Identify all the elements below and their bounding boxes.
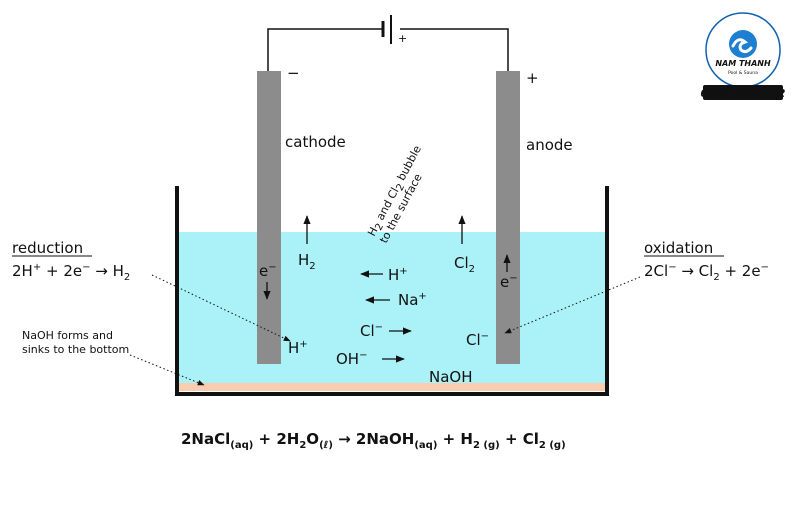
cl2-label: Cl2 xyxy=(454,254,475,275)
hplus-mid: H+ xyxy=(388,266,408,284)
overall-equation: 2NaCl(aq) + 2H2O(ℓ) → 2NaOH(aq) + H2 (g)… xyxy=(181,430,566,451)
naoh-note-line1: NaOH forms and xyxy=(22,329,113,342)
oxidation-title: oxidation xyxy=(644,239,713,257)
oxidation-pointer xyxy=(504,276,641,334)
reduction-pointer xyxy=(151,274,291,342)
anode-sign: + xyxy=(526,69,539,87)
solution xyxy=(179,232,605,391)
ohminus: OH− xyxy=(336,350,367,368)
reduction-title: reduction xyxy=(12,239,83,257)
h2-label: H2 xyxy=(298,251,316,272)
phone-badge xyxy=(703,85,783,100)
logo-wave-icon xyxy=(731,38,753,54)
wire-left xyxy=(267,28,383,71)
battery-plus: + xyxy=(398,32,407,45)
naplus: Na+ xyxy=(398,291,427,309)
naoh-sediment xyxy=(179,383,605,391)
clminus-anode: Cl− xyxy=(466,331,489,349)
hplus-cathode: H+ xyxy=(288,339,308,357)
naoh-note-pointer xyxy=(129,354,205,386)
naoh-note-line2: sinks to the bottom xyxy=(22,343,129,356)
cathode-electrode xyxy=(257,71,281,364)
anode-electrode xyxy=(496,71,520,364)
electron-anode: e− xyxy=(500,273,518,291)
logo-tagline: Pool & Sauna xyxy=(728,70,758,76)
logo-name: NAM THANH xyxy=(715,59,771,68)
clminus-mid: Cl− xyxy=(360,322,383,340)
naoh-label: NaOH xyxy=(429,368,473,386)
anode-label: anode xyxy=(526,136,573,154)
oxidation-equation: 2Cl− → Cl2 + 2e− xyxy=(644,262,769,283)
cathode-sign: − xyxy=(287,64,300,82)
cathode-label: cathode xyxy=(285,133,346,151)
brand-logo: NAM THANH Pool & Sauna 0962.890.222 xyxy=(701,12,786,100)
wire-right xyxy=(400,28,509,71)
container xyxy=(175,186,609,396)
electron-cathode: e− xyxy=(259,262,277,280)
reduction-equation: 2H+ + 2e− → H2 xyxy=(12,262,130,283)
phone-number: 0962.890.222 xyxy=(701,87,786,100)
